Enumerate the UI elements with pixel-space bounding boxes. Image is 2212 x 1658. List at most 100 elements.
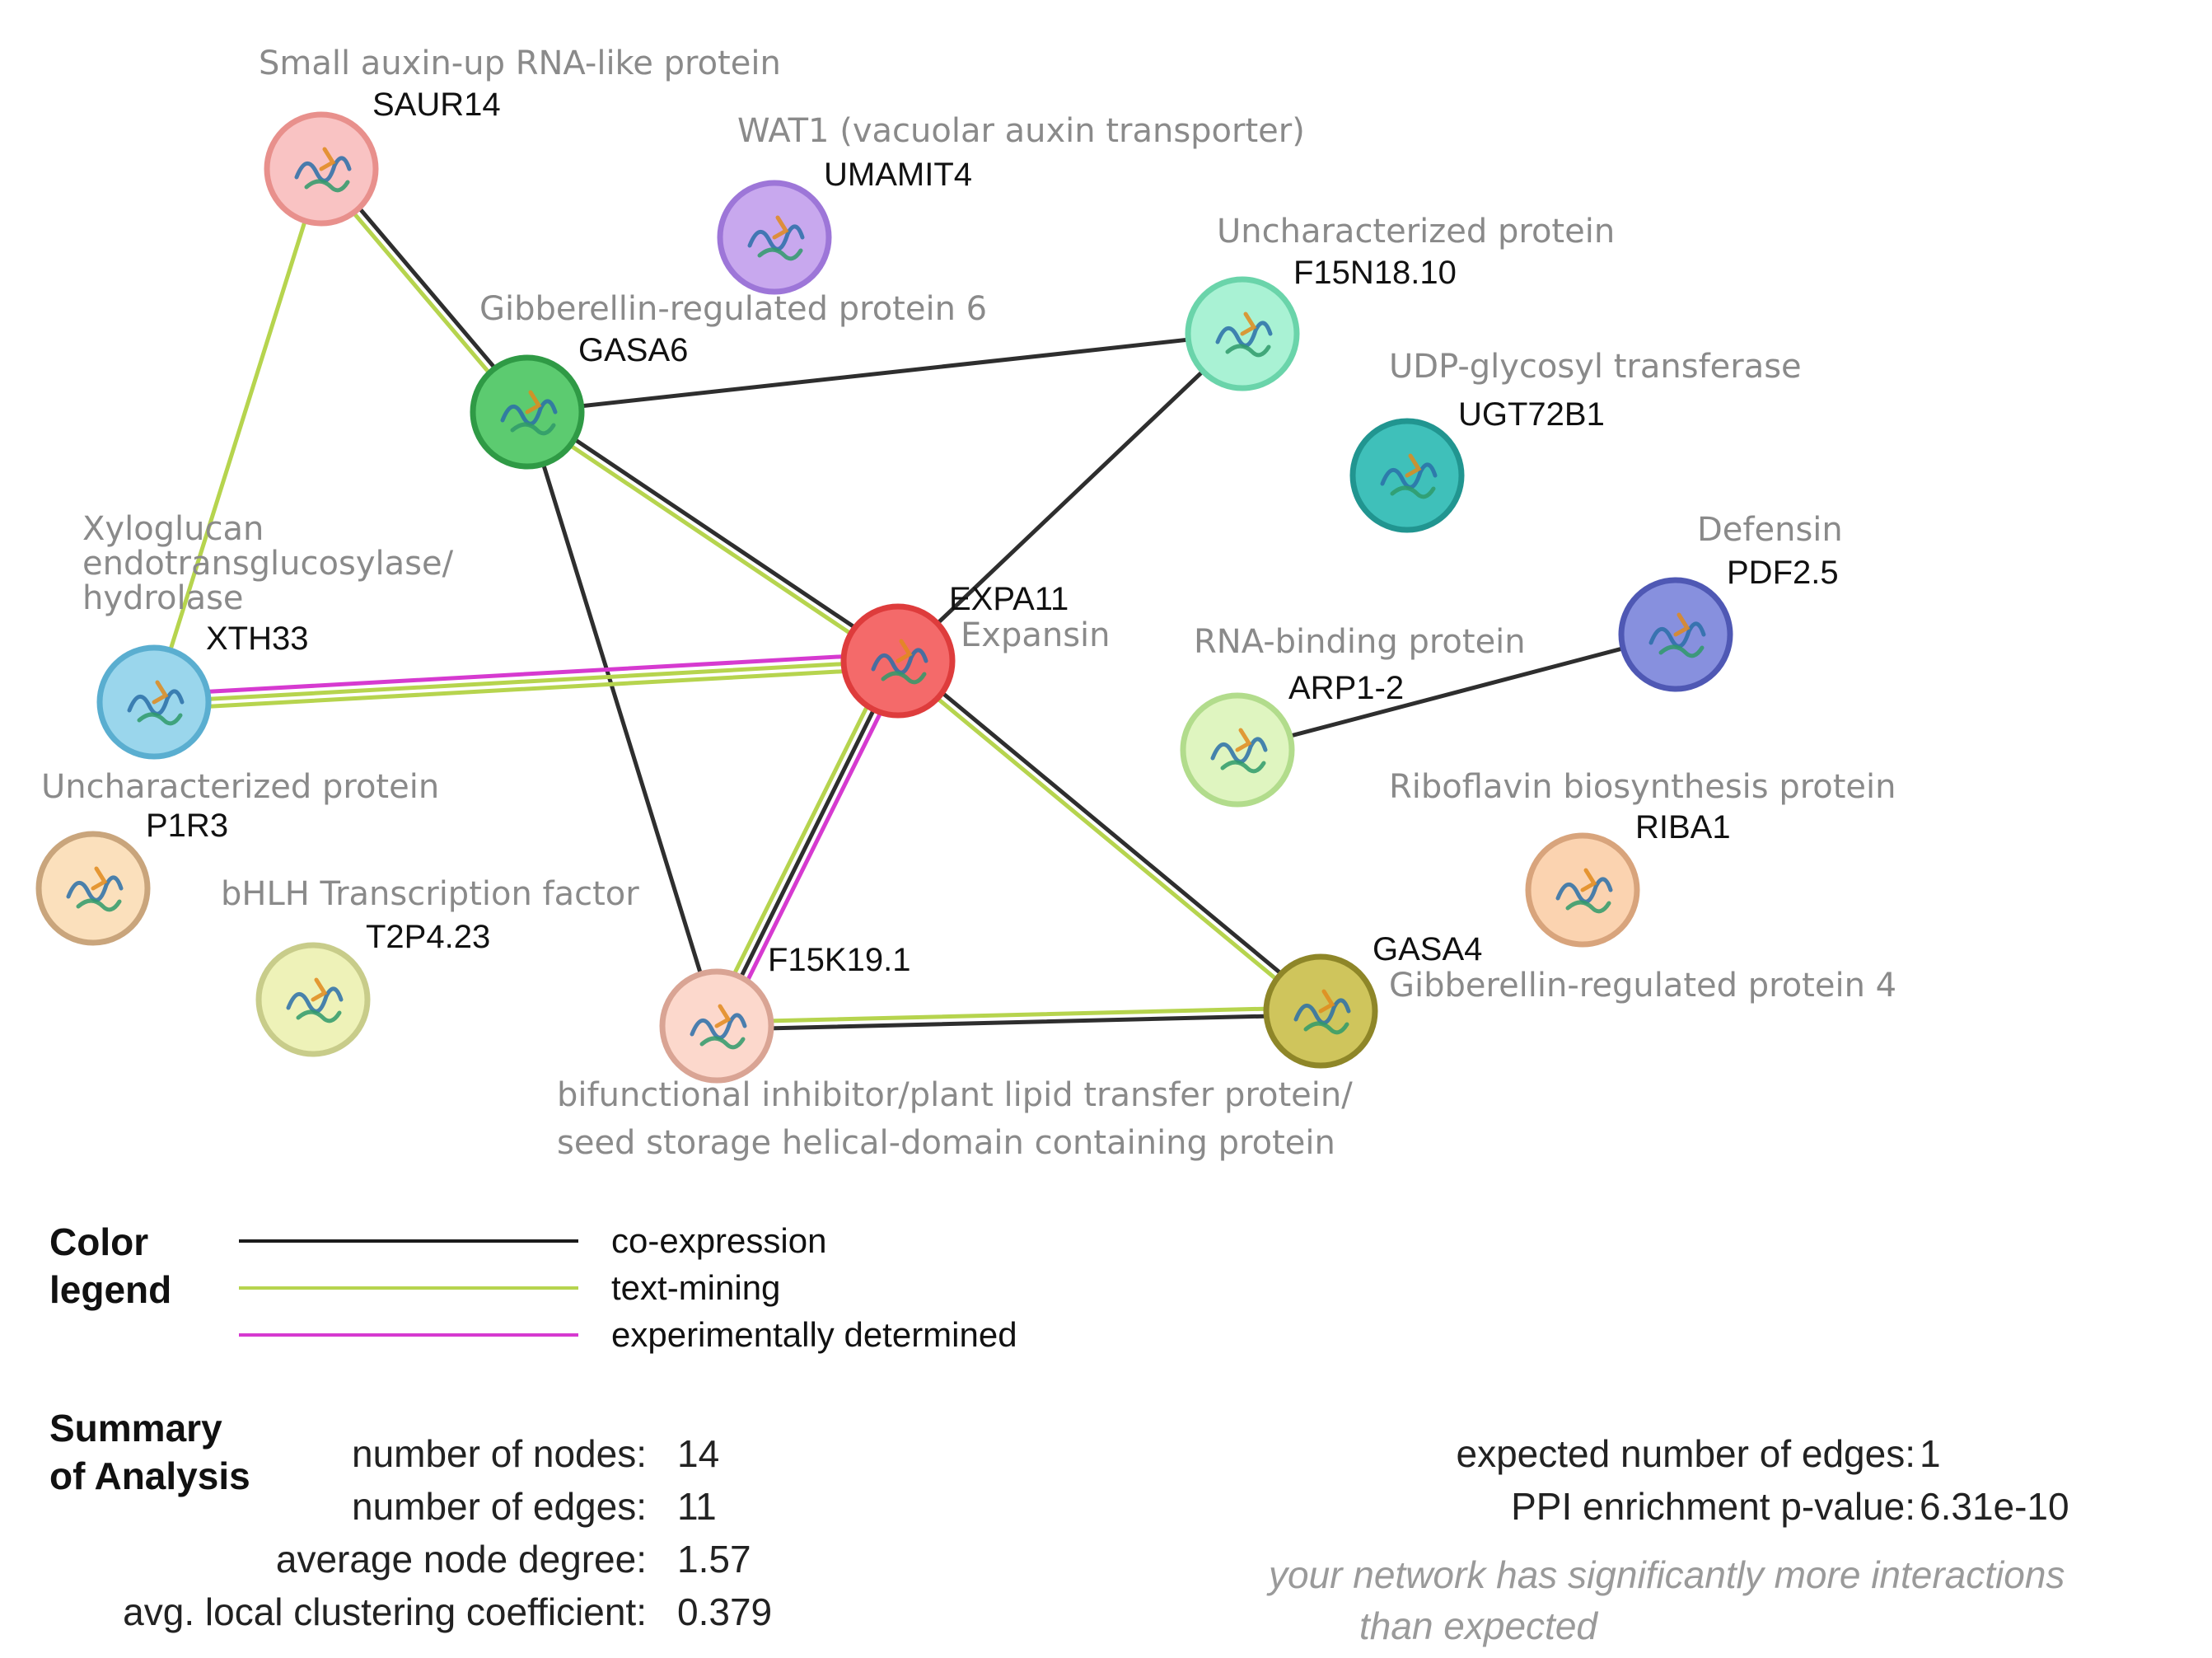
- edge-line-text-mining: [152, 666, 900, 712]
- protein-structure-icon: [294, 147, 352, 193]
- node-GASA4[interactable]: [1263, 953, 1378, 1069]
- legend-label: experimentally determined: [611, 1315, 1017, 1354]
- node-gene-label: XTH33: [206, 621, 309, 657]
- node-description: Expansin: [961, 616, 1111, 654]
- stat-label: PPI enrichment p-value:: [1511, 1485, 1915, 1528]
- edge-line-experimentally-determined: [152, 651, 900, 697]
- label-layer: SAUR14 Small auxin-up RNA-like proteinUMA…: [41, 44, 1896, 1162]
- stat-label: expected number of edges:: [1456, 1432, 1915, 1475]
- network-diagram: SAUR14 Small auxin-up RNA-like proteinUMA…: [35, 44, 1896, 1162]
- node-gene-label: UMAMIT4: [824, 157, 972, 193]
- edge-EXPA11-F15K19.1: [708, 655, 907, 1032]
- node-gene-label: ARP1-2: [1288, 670, 1404, 706]
- stat-value: 14: [677, 1432, 720, 1475]
- legend-title: Color legend: [49, 1220, 172, 1311]
- node-description: RNA-binding protein: [1194, 623, 1526, 661]
- node-gene-label: GASA4: [1373, 931, 1482, 967]
- legend-label: co-expression: [611, 1221, 827, 1260]
- edge-line-co-expression: [527, 406, 903, 660]
- edge-ARP1-2-PDF2.5: [1235, 632, 1678, 752]
- protein-structure-icon: [1555, 868, 1613, 914]
- node-description: WAT1 (vacuolar auxin transporter): [737, 112, 1305, 150]
- node-description: bifunctional inhibitor/plant lipid trans…: [557, 1076, 1353, 1162]
- stat-value: 0.379: [677, 1590, 773, 1633]
- legend-label: text-mining: [611, 1268, 781, 1307]
- edge-line-co-expression: [525, 331, 1245, 414]
- stat-label: avg. local clustering coefficient:: [123, 1590, 647, 1633]
- node-description: Small auxin-up RNA-like protein: [259, 44, 781, 82]
- node-description: Defensin: [1697, 511, 1843, 549]
- node-gene-label: P1R3: [146, 808, 228, 844]
- node-description: UDP-glycosyl transferase: [1389, 348, 1802, 386]
- protein-structure-icon: [871, 639, 928, 685]
- stat-label: average node degree:: [275, 1538, 647, 1581]
- edge-GASA6-EXPA11: [522, 406, 903, 667]
- edge-layer: [152, 164, 1678, 1032]
- node-gene-label: F15N18.10: [1293, 255, 1457, 291]
- protein-structure-icon: [1293, 989, 1351, 1035]
- protein-structure-icon: [127, 680, 185, 726]
- edge-GASA6-F15K19.1: [525, 410, 719, 1028]
- stat-label: number of edges:: [351, 1485, 647, 1528]
- node-F15K19.1[interactable]: [659, 968, 774, 1084]
- edge-line-text-mining: [152, 658, 900, 705]
- node-P1R3[interactable]: [35, 831, 151, 946]
- edge-line-experimentally-determined: [721, 662, 907, 1032]
- protein-structure-icon: [1380, 453, 1438, 499]
- node-EXPA11[interactable]: [840, 603, 956, 719]
- node-PDF2.5[interactable]: [1618, 577, 1733, 692]
- edge-F15K19.1-GASA4: [714, 1005, 1323, 1032]
- node-layer: [35, 111, 1733, 1084]
- stat-value: 11: [677, 1485, 717, 1528]
- node-description: Uncharacterized protein: [1217, 213, 1615, 251]
- stat-value: 6.31e-10: [1920, 1485, 2069, 1528]
- node-description: Gibberellin-regulated protein 4: [1389, 967, 1896, 1005]
- node-description: Gibberellin-regulated protein 6: [479, 290, 987, 328]
- node-gene-label: RIBA1: [1635, 809, 1731, 845]
- stat-value: 1.57: [677, 1538, 751, 1581]
- node-description: Uncharacterized protein: [41, 768, 439, 806]
- edge-line-co-expression: [714, 658, 900, 1028]
- stat-value: 1: [1920, 1432, 1941, 1475]
- node-ARP1-2[interactable]: [1180, 692, 1295, 808]
- legend-swatch: [239, 1239, 578, 1243]
- node-SAUR14[interactable]: [264, 111, 379, 227]
- node-GASA6[interactable]: [470, 354, 585, 470]
- node-gene-label: T2P4.23: [366, 919, 490, 955]
- edge-GASA6-F15N18.10: [525, 331, 1245, 414]
- protein-structure-icon: [500, 390, 558, 436]
- protein-structure-icon: [286, 977, 344, 1023]
- edge-XTH33-EXPA11: [152, 651, 900, 712]
- node-RIBA1[interactable]: [1525, 832, 1640, 948]
- node-F15N18.10[interactable]: [1185, 276, 1300, 391]
- edge-line-text-mining: [714, 1005, 1323, 1025]
- node-UMAMIT4[interactable]: [717, 180, 832, 295]
- node-XTH33[interactable]: [96, 644, 212, 760]
- protein-structure-icon: [1210, 728, 1268, 774]
- note-line: than expected: [1359, 1604, 1598, 1647]
- enrichment-note: your network has significantly more inte…: [1269, 1549, 2200, 1651]
- stat-label: number of nodes:: [351, 1432, 647, 1475]
- legend-swatch: [239, 1286, 578, 1290]
- edge-F15N18.10-EXPA11: [896, 331, 1245, 663]
- node-gene-label: SAUR14: [372, 87, 501, 123]
- node-gene-label: UGT72B1: [1458, 396, 1605, 433]
- node-UGT72B1[interactable]: [1349, 418, 1465, 533]
- summary-title: Summary of Analysis: [49, 1407, 250, 1497]
- edge-line-text-mining: [708, 655, 894, 1025]
- edge-line-co-expression: [898, 656, 1326, 1011]
- node-description: bHLH Transcription factor: [221, 875, 639, 913]
- edge-line-co-expression: [525, 410, 719, 1028]
- edge-SAUR14-XTH33: [152, 166, 324, 705]
- node-gene-label: EXPA11: [949, 581, 1069, 617]
- edge-line-co-expression: [714, 1012, 1323, 1032]
- note-line: your network has significantly more inte…: [1269, 1553, 2065, 1596]
- node-gene-label: F15K19.1: [768, 942, 910, 978]
- node-T2P4.23[interactable]: [255, 942, 371, 1057]
- edge-line-text-mining: [522, 413, 898, 667]
- legend-swatch: [239, 1333, 578, 1337]
- node-gene-label: PDF2.5: [1727, 555, 1839, 591]
- node-gene-label: GASA6: [578, 332, 688, 368]
- edge-line-co-expression: [1235, 632, 1678, 752]
- protein-structure-icon: [1648, 612, 1706, 658]
